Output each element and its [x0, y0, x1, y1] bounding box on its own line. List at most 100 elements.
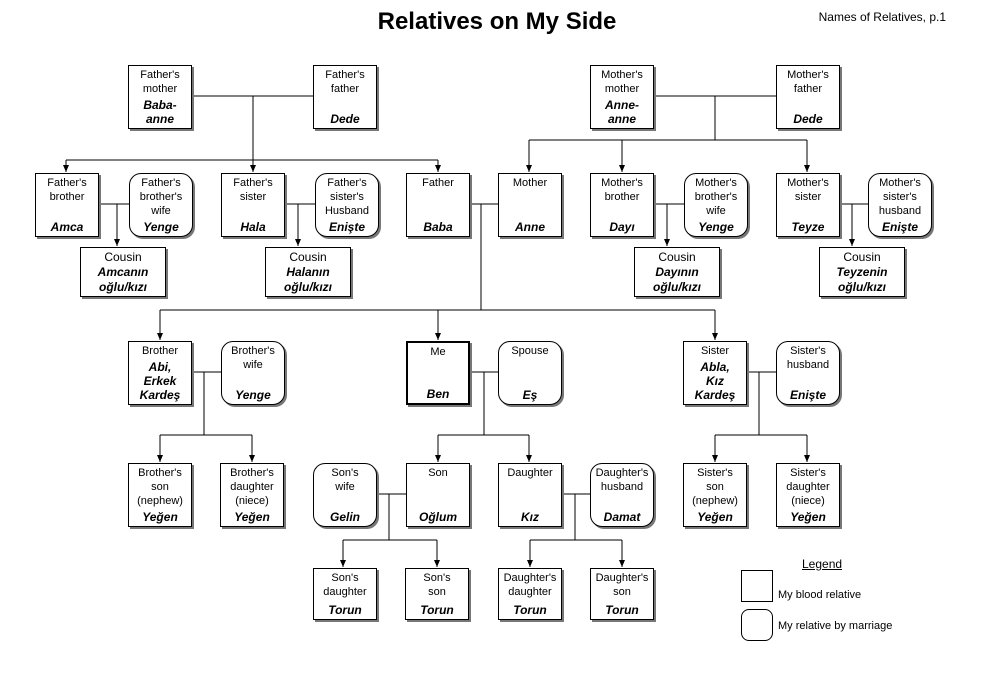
turkish-term: Torun — [605, 603, 639, 617]
legend-marriage-label: My relative by marriage — [778, 620, 893, 632]
turkish-term: Dede — [793, 112, 823, 126]
english-term: Brother's daughter (niece) — [230, 467, 274, 507]
box-daughters-husband: Daughter's husband Damat — [590, 463, 654, 527]
box-sisters-daughter: Sister's daughter (niece) Yeğen — [776, 463, 840, 527]
box-mothers-sisters-husband: Mother's sister's husband Enişte — [868, 173, 932, 237]
turkish-term: Abla, Kız Kardeş — [694, 360, 736, 402]
box-cousin-hala: Cousin Halanın oğlu/kızı — [265, 247, 351, 297]
turkish-term: Baba — [423, 220, 453, 234]
box-mothers-brothers-wife: Mother's brother's wife Yenge — [684, 173, 748, 237]
english-term: Father — [422, 177, 454, 189]
english-term: Son's wife — [331, 467, 359, 493]
english-term: Mother's brother's wife — [694, 177, 738, 217]
box-cousin-dayi: Cousin Dayının oğlu/kızı — [634, 247, 720, 297]
turkish-term: Yeğen — [234, 510, 270, 524]
box-brothers-son: Brother's son (nephew) Yeğen — [128, 463, 192, 527]
legend-title: Legend — [802, 557, 843, 571]
turkish-term: Abi, Erkek Kardeş — [139, 360, 181, 402]
box-fathers-sisters-husband: Father's sister's Husband Enişte — [315, 173, 379, 237]
box-cousin-teyze: Cousin Teyzenin oğlu/kızı — [819, 247, 905, 297]
box-paternal-grandmother: Father's mother Baba- anne — [128, 65, 192, 129]
english-term: Son — [428, 467, 448, 479]
turkish-term: Anne- anne — [605, 98, 639, 126]
english-term: Daughter's husband — [595, 467, 649, 493]
turkish-term: Anne — [515, 220, 545, 234]
box-spouse: Spouse Eş — [498, 341, 562, 405]
box-sister: Sister Abla, Kız Kardeş — [683, 341, 747, 405]
english-term: Me — [430, 346, 446, 358]
turkish-term: Enişte — [789, 388, 826, 402]
english-term: Father's brother's wife — [139, 177, 183, 217]
page-title: Relatives on My Side — [377, 8, 617, 35]
english-term: Daughter's son — [595, 572, 649, 598]
turkish-term: Dayı — [609, 220, 635, 234]
box-brothers-wife: Brother's wife Yenge — [221, 341, 285, 405]
legend-blood-swatch — [741, 570, 773, 602]
turkish-term: Eş — [522, 388, 538, 402]
legend-blood-label: My blood relative — [778, 589, 862, 601]
english-term: Father's sister's Husband — [324, 177, 370, 217]
turkish-term: Hala — [240, 220, 266, 234]
turkish-term: Teyzenin oğlu/kızı — [836, 265, 888, 294]
box-brothers-daughter: Brother's daughter (niece) Yeğen — [220, 463, 284, 527]
english-term: Father's father — [325, 69, 365, 95]
turkish-term: Yeğen — [790, 510, 826, 524]
turkish-term: Yenge — [698, 220, 734, 234]
turkish-term: Baba- anne — [143, 98, 177, 126]
box-paternal-grandfather: Father's father Dede — [313, 65, 377, 129]
turkish-term: Yenge — [143, 220, 179, 234]
turkish-term: Halanın oğlu/kızı — [284, 265, 332, 294]
box-mothers-sister: Mother's sister Teyze — [776, 173, 840, 237]
box-daughters-son: Daughter's son Torun — [590, 568, 654, 620]
box-father: Father Baba — [406, 173, 470, 237]
english-term: Father's brother — [47, 177, 87, 203]
english-term: Brother's son (nephew) — [137, 467, 183, 507]
turkish-term: Enişte — [881, 220, 918, 234]
box-sisters-son: Sister's son (nephew) Yeğen — [683, 463, 747, 527]
english-term: Brother's wife — [231, 345, 275, 371]
english-term: Sister — [700, 345, 730, 357]
english-term: Daughter's daughter — [503, 572, 557, 598]
english-term: Mother's sister's husband — [878, 177, 922, 217]
turkish-term: Amcanın oğlu/kızı — [97, 265, 149, 294]
english-term: Mother — [512, 177, 548, 189]
english-term: Sister's husband — [786, 345, 830, 371]
turkish-term: Oğlum — [419, 510, 457, 524]
box-fathers-brother: Father's brother Amca — [35, 173, 99, 237]
box-sons-son: Son's son Torun — [405, 568, 469, 620]
english-term: Daughter — [507, 467, 553, 479]
legend-marriage-swatch — [741, 609, 773, 641]
english-term: Cousin — [658, 250, 696, 264]
turkish-term: Amca — [50, 220, 84, 234]
box-brother: Brother Abi, Erkek Kardeş — [128, 341, 192, 405]
english-term: Mother's mother — [601, 69, 643, 95]
box-sons-wife: Son's wife Gelin — [313, 463, 377, 527]
english-term: Father's sister — [233, 177, 273, 203]
turkish-term: Teyze — [791, 220, 825, 234]
box-cousin-amca: Cousin Amcanın oğlu/kızı — [80, 247, 166, 297]
english-term: Cousin — [289, 250, 327, 264]
turkish-term: Torun — [513, 603, 547, 617]
box-daughter: Daughter Kız — [498, 463, 562, 527]
english-term: Son's son — [423, 572, 451, 598]
english-term: Spouse — [511, 345, 549, 357]
english-term: Cousin — [843, 250, 881, 264]
turkish-term: Ben — [426, 387, 450, 401]
box-son: Son Oğlum — [406, 463, 470, 527]
turkish-term: Yeğen — [142, 510, 178, 524]
turkish-term: Yeğen — [697, 510, 733, 524]
turkish-term: Dayının oğlu/kızı — [653, 265, 701, 294]
english-term: Brother — [141, 345, 179, 357]
turkish-term: Enişte — [328, 220, 365, 234]
turkish-term: Torun — [420, 603, 454, 617]
box-fathers-sister: Father's sister Hala — [221, 173, 285, 237]
box-fathers-brothers-wife: Father's brother's wife Yenge — [129, 173, 193, 237]
english-term: Father's mother — [140, 69, 180, 95]
english-term: Mother's father — [787, 69, 829, 95]
english-term: Mother's brother — [601, 177, 643, 203]
english-term: Sister's daughter (niece) — [786, 467, 830, 507]
box-daughters-daughter: Daughter's daughter Torun — [498, 568, 562, 620]
turkish-term: Torun — [328, 603, 362, 617]
box-sisters-husband: Sister's husband Enişte — [776, 341, 840, 405]
